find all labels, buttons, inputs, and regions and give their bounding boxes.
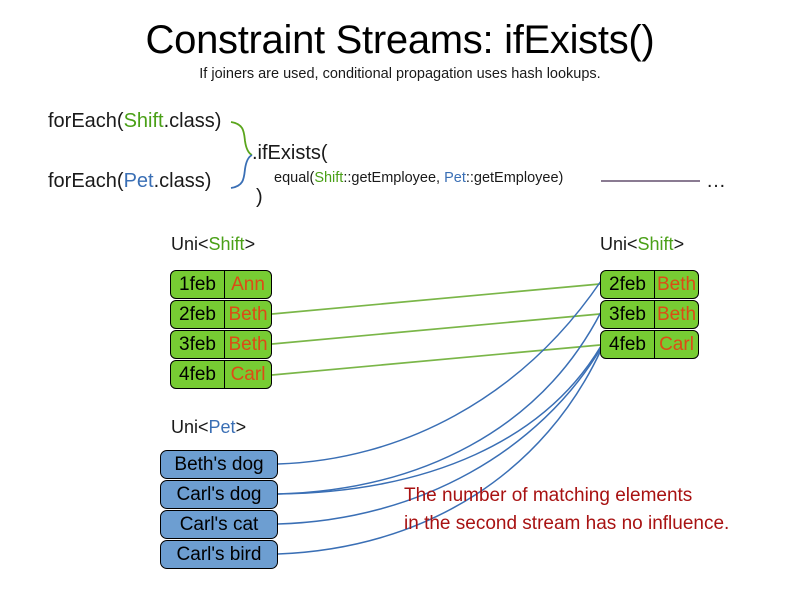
page-title: Constraint Streams: ifExists() (145, 18, 655, 62)
right-stream-label: Uni<Shift> (600, 234, 684, 255)
pet-item[interactable]: Beth's dog (160, 450, 278, 479)
annotation-note: The number of matching elements in the s… (404, 482, 729, 537)
blue-curve-carls-dog-a (277, 311, 602, 495)
equal-joiner-line: equal(Shift::getEmployee, Pet::getEmploy… (274, 170, 563, 186)
tuple-name: Beth (656, 304, 697, 325)
tuple-name: Beth (656, 274, 697, 295)
foreach-shift-line: forEach(Shift.class) (48, 110, 221, 133)
pet-stream-label-type: Pet (208, 417, 236, 437)
tuple-date: 3feb (171, 331, 225, 358)
pet-stream-label: Uni<Pet> (171, 417, 246, 438)
foreach-shift-suffix: .class) (163, 110, 222, 132)
tuple-date: 4feb (601, 331, 655, 358)
equal-left-method: ::getEmployee, (343, 170, 445, 186)
equal-right-type: Pet (444, 170, 466, 186)
left-stream-label: Uni<Shift> (171, 234, 255, 255)
green-line-2feb (271, 283, 601, 315)
right-tuple-row[interactable]: 4feb Carl (600, 330, 699, 359)
right-stream-label-prefix: Uni< (600, 234, 638, 254)
tuple-name: Carl (659, 334, 694, 355)
green-line-3feb (271, 313, 601, 345)
tuple-date: 2feb (601, 271, 655, 298)
brace-top-green (230, 121, 253, 156)
foreach-shift-type: Shift (123, 110, 164, 132)
left-stream-label-suffix: > (244, 234, 256, 254)
equal-right-method: ::getEmployee) (465, 170, 564, 186)
equal-prefix: equal( (274, 170, 315, 186)
joiner-connector-line (601, 180, 700, 182)
pet-stream-label-suffix: > (235, 417, 247, 437)
tuple-name: Beth (228, 304, 268, 325)
pet-item[interactable]: Carl's cat (160, 510, 278, 539)
tuple-name: Beth (228, 334, 268, 355)
right-stream-label-suffix: > (673, 234, 685, 254)
tuple-date: 3feb (601, 301, 655, 328)
right-tuple-row[interactable]: 3feb Beth (600, 300, 699, 329)
left-stream-label-prefix: Uni< (171, 234, 209, 254)
tuple-date: 4feb (171, 361, 225, 388)
pet-item[interactable]: Carl's dog (160, 480, 278, 509)
foreach-shift-prefix: forEach( (48, 110, 124, 132)
green-match-lines (271, 283, 601, 376)
foreach-pet-line: forEach(Pet.class) (48, 170, 211, 193)
ifexists-label: .ifExists( (252, 142, 328, 164)
annotation-note-line1: The number of matching elements (404, 485, 693, 506)
green-line-4feb (271, 344, 601, 376)
left-tuple-row[interactable]: 4feb Carl (170, 360, 272, 389)
left-tuple-row[interactable]: 1feb Ann (170, 270, 272, 299)
tuple-name: Ann (231, 274, 265, 295)
tuple-name: Carl (230, 364, 266, 385)
page-subtitle: If joiners are used, conditional propaga… (199, 66, 601, 82)
blue-curve-beths-dog (277, 280, 602, 465)
brace-bottom-blue (230, 154, 253, 189)
pet-item[interactable]: Carl's bird (160, 540, 278, 569)
closing-paren-label: ) (256, 186, 263, 208)
left-tuple-row[interactable]: 2feb Beth (170, 300, 272, 329)
equal-left-type: Shift (314, 170, 344, 186)
foreach-pet-prefix: forEach( (48, 170, 124, 192)
ellipsis-label: … (706, 170, 726, 192)
annotation-note-line2: in the second stream has no influence. (404, 512, 730, 534)
foreach-pet-suffix: .class) (153, 170, 212, 192)
right-tuple-row[interactable]: 2feb Beth (600, 270, 699, 299)
tuple-date: 1feb (171, 271, 225, 298)
left-tuple-row[interactable]: 3feb Beth (170, 330, 272, 359)
right-stream-label-type: Shift (637, 234, 674, 254)
pet-stream-label-prefix: Uni< (171, 417, 209, 437)
tuple-date: 2feb (171, 301, 225, 328)
left-stream-label-type: Shift (208, 234, 245, 254)
blue-curve-carls-dog-b (277, 345, 602, 495)
foreach-pet-type: Pet (123, 170, 154, 192)
